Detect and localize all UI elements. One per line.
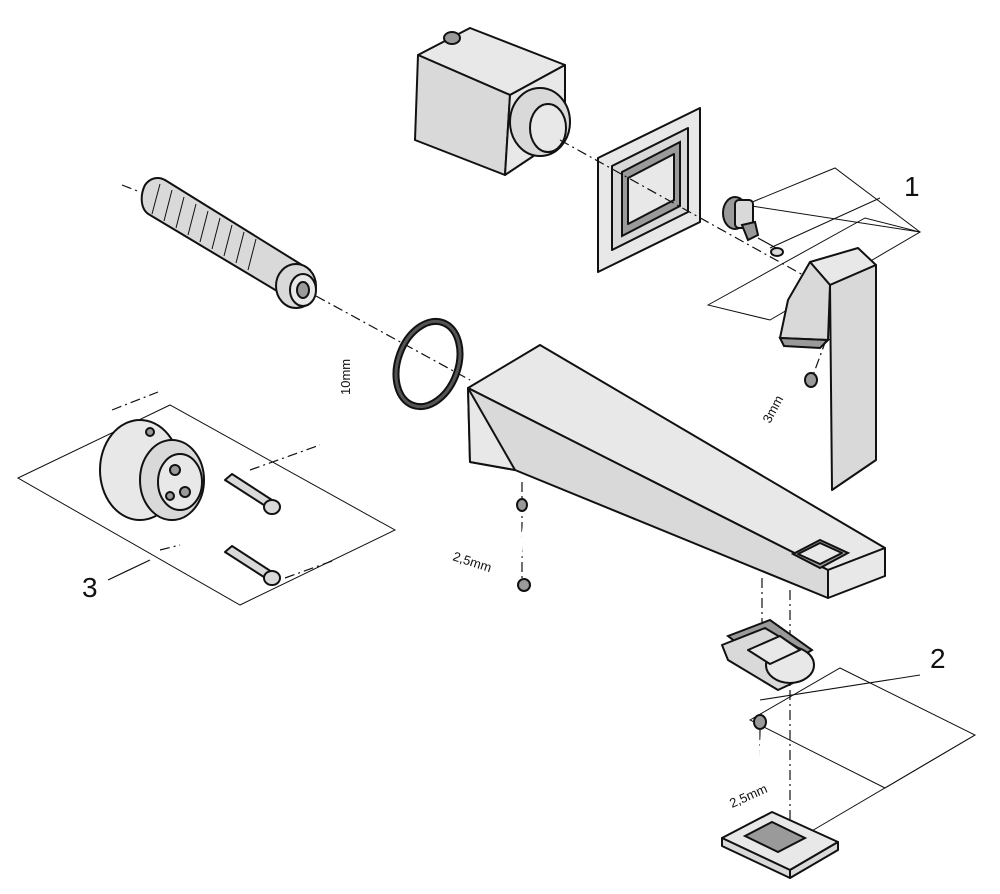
assembly-axis-top — [559, 139, 831, 291]
part-3-wall-fixing-set: 3 — [16, 391, 397, 606]
hex-key-3mm: 3mm — [748, 390, 810, 452]
extension-hose — [121, 176, 471, 381]
callout-1: 1 — [904, 171, 920, 202]
lever-handle — [778, 247, 877, 491]
hex-key-2-5mm-aerator-label: 2,5mm — [727, 781, 769, 811]
fixing-screw-2 — [224, 545, 281, 586]
mounting-flange — [99, 419, 205, 521]
spout-grub-screw — [516, 482, 531, 592]
fixing-screw-1 — [224, 473, 281, 515]
aerator-cover — [721, 811, 839, 879]
spout — [467, 344, 886, 599]
part-2-aerator-set: 2,5mm 2 — [718, 578, 977, 879]
callout-2: 2 — [930, 643, 946, 674]
hex-key-2-5mm-spout: 2,5mm — [448, 518, 526, 576]
handle-grub-screw — [804, 339, 827, 388]
hex-key-10mm-label: 10mm — [338, 359, 353, 395]
part-1-lever-handle: 1 — [706, 167, 922, 491]
concealed-body — [414, 27, 571, 176]
aerator-insert — [721, 618, 815, 691]
hex-key-10mm: 10mm — [330, 310, 368, 406]
cartridge — [722, 196, 760, 242]
handle-screw — [757, 237, 784, 257]
hex-key-2-5mm-aerator: 2,5mm — [718, 730, 770, 811]
callout-3: 3 — [82, 572, 98, 603]
hex-key-2-5mm-spout-label: 2,5mm — [451, 549, 493, 576]
hex-key-3mm-label: 3mm — [759, 393, 786, 426]
o-ring — [392, 317, 464, 411]
